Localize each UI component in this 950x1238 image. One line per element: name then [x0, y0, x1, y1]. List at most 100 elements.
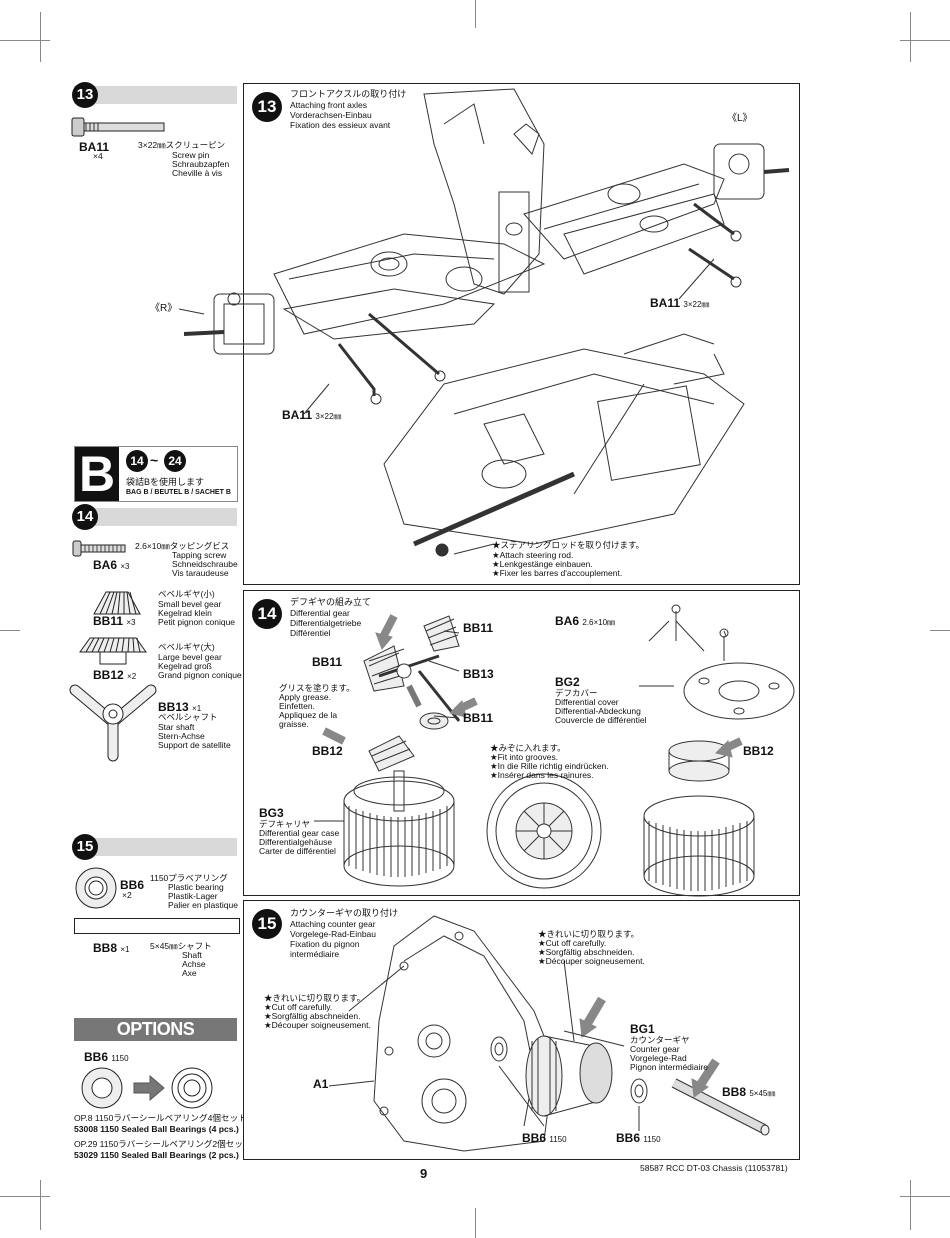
part-bb12-en: Large bevel gear [158, 652, 222, 662]
crop-mark [475, 0, 476, 28]
panel-13-ba11-right: BA11 3×22㎜ [650, 296, 710, 310]
small-bevel-gear-icon [93, 591, 141, 615]
part-bb13-fr: Support de satellite [158, 740, 231, 750]
panel-14-grooves-fr: ★Insérer dans les rainures. [490, 770, 594, 780]
step-13-panel [243, 83, 800, 585]
counter-gear-assembly-drawing [328, 915, 770, 1152]
panel-14-bg2-ja: デフカバー [555, 688, 598, 698]
options-bearing-label: BB6 1150 [84, 1050, 129, 1064]
bag-letter: B [75, 447, 119, 501]
panel-15-cut-top-ja: ★きれいに切り取ります。 [538, 929, 640, 939]
panel-13-title-fr: Fixation des essieux avant [290, 120, 391, 130]
panel-13-title-en: Attaching front axles [290, 100, 368, 110]
step-14-header-bar [74, 508, 237, 526]
panel-14-bg3-code: BG3 [259, 806, 284, 820]
part-bb6-en: Plastic bearing [168, 882, 224, 892]
panel-15-title-fr1: Fixation du pignon [290, 939, 360, 949]
part-ba11-en: Screw pin [172, 150, 210, 160]
differential-assembly-drawing [314, 604, 795, 897]
part-bb8-en: Shaft [182, 950, 202, 960]
part-ba6-ja: 2.6×10㎜タッピングビス [135, 541, 230, 551]
option-op29-line1: OP.29 1150ラバーシールベアリング2個セット [74, 1139, 252, 1149]
panel-15-cut-top-fr: ★Découper soigneusement. [538, 956, 645, 966]
panel-13-side-left: 《L》 [727, 113, 753, 124]
part-bb11-fr: Petit pignon conique [158, 617, 236, 627]
part-bb6-fr: Palier en plastique [168, 900, 238, 910]
part-bb12-ja: ベベルギヤ(大) [158, 642, 215, 652]
panel-14-bg3-de: Differentialgehäuse [259, 837, 333, 847]
star-shaft-icon [69, 684, 157, 762]
bag-range-separator: ~ [150, 452, 159, 468]
crop-mark [910, 1180, 911, 1230]
part-bb13-code: BB13 ×1 [158, 700, 202, 714]
panel-14-grease-ja: グリスを塗ります。 [279, 683, 355, 693]
crop-mark [0, 40, 50, 41]
plastic-bearing-icon [75, 867, 117, 909]
step-15-badge: 15 [72, 834, 98, 860]
part-bb11-en: Small bevel gear [158, 599, 222, 609]
bag-range-from-badge: 14 [126, 450, 148, 472]
part-bb12-fr: Grand pignon conique [158, 670, 242, 680]
part-bb13-ja: ベベルシャフト [158, 712, 218, 722]
panel-15-title-ja: カウンターギヤの取り付け [290, 908, 399, 918]
part-ba6-code: BA6 ×3 [93, 558, 130, 572]
panel-14-bb11-top: BB11 [463, 621, 494, 635]
part-bb13-de: Stern-Achse [158, 731, 205, 741]
crop-mark [40, 12, 41, 62]
part-bb8-ja: 5×45㎜シャフト [150, 941, 212, 951]
panel-14-grooves-en: ★Fit into grooves. [490, 752, 559, 762]
panel-15-cut-left-en: ★Cut off carefully. [264, 1002, 333, 1012]
footer-product-code: 58587 RCC DT-03 Chassis (11053781) [640, 1163, 788, 1173]
bag-range-to-badge: 24 [164, 450, 186, 472]
panel-13-ba11-left: BA11 3×22㎜ [282, 408, 342, 422]
panel-14-bg2-en: Differential cover [555, 697, 619, 707]
step-13-header-bar [74, 86, 237, 104]
crop-mark [40, 1180, 41, 1230]
crop-mark [0, 630, 20, 631]
panel-14-grease-fr1: Appliquez de la [279, 710, 338, 720]
part-bb8-fr: Axe [182, 968, 197, 978]
panel-15-bg1-fr: Pignon intermédiaire [630, 1062, 708, 1072]
panel-14-badge: 14 [252, 599, 282, 629]
panel-15-cut-top-en: ★Cut off carefully. [538, 938, 607, 948]
panel-14-bb11-left: BB11 [312, 655, 343, 669]
crop-mark [930, 630, 950, 631]
panel-14-title-ja: デフギヤの組み立て [290, 597, 372, 607]
panel-14-grooves-ja: ★みぞに入れます。 [490, 743, 566, 753]
panel-14-bb11-bottom: BB11 [463, 711, 494, 725]
panel-14-title-en: Differential gear [290, 608, 350, 618]
crop-mark [0, 1196, 50, 1197]
step-14-badge: 14 [72, 504, 98, 530]
part-bb11-de: Kegelrad klein [158, 608, 212, 618]
panel-14-grease-de: Einfetten. [279, 701, 315, 711]
panel-14-bb13: BB13 [463, 667, 494, 681]
panel-15-bb6-left: BB6 1150 [522, 1131, 567, 1145]
panel-14-title-de: Differentialgetriebe [290, 618, 362, 628]
screw-pin-icon [71, 117, 165, 137]
panel-15-badge: 15 [252, 909, 282, 939]
panel-13-note-de: ★Lenkgestänge einbauen. [492, 559, 593, 569]
options-bearing-upgrade [81, 1067, 213, 1109]
crop-mark [475, 1208, 476, 1238]
panel-14-bg3-en: Differential gear case [259, 828, 340, 838]
panel-14-grease-en: Apply grease. [279, 692, 331, 702]
option-op8-line1: OP.8 1150ラバーシールベアリング4個セット [74, 1113, 247, 1123]
panel-14-bg2-fr: Couvercle de différentiel [555, 715, 647, 725]
panel-14-grooves-de: ★In die Rille richtig eindrücken. [490, 761, 609, 771]
part-bb11-ja: ベベルギヤ(小) [158, 589, 215, 599]
panel-15-cut-left-ja: ★きれいに切り取ります。 [264, 993, 366, 1003]
bag-multilingual: BAG B / BEUTEL B / SACHET B [126, 489, 231, 496]
panel-13-title-ja: フロントアクスルの取り付け [290, 89, 407, 99]
part-bb12-de: Kegelrad groß [158, 661, 212, 671]
panel-15-bg1-ja: カウンターギヤ [630, 1035, 690, 1045]
part-ba6-fr: Vis taraudeuse [172, 568, 229, 578]
panel-15-title-en: Attaching counter gear [290, 919, 376, 929]
part-ba6-en: Tapping screw [172, 550, 227, 560]
step-13-badge: 13 [72, 82, 98, 108]
panel-15-cut-top-de: ★Sorgfältig abschneiden. [538, 947, 635, 957]
option-op8-line2: 53008 1150 Sealed Ball Bearings (4 pcs.) [74, 1124, 239, 1134]
panel-15-a1: A1 [313, 1077, 329, 1091]
part-bb6-ja: 1150プラベアリング [150, 873, 228, 883]
panel-15-bg1-code: BG1 [630, 1022, 655, 1036]
panel-13-badge: 13 [252, 92, 282, 122]
